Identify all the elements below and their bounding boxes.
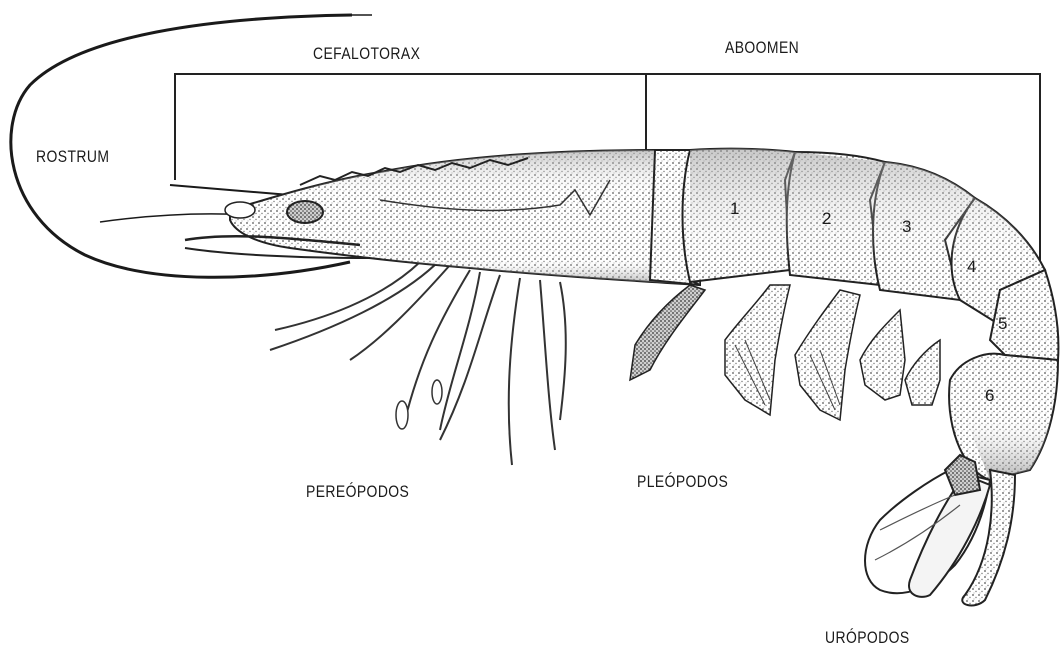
segment-number-5: 5 xyxy=(998,314,1007,333)
label-pleopodos: PLEÓPODOS xyxy=(637,472,728,492)
pereopods xyxy=(270,260,566,465)
label-uropodos: URÓPODOS xyxy=(825,628,910,648)
label-pereopodos: PEREÓPODOS xyxy=(306,482,409,502)
label-cefalotorax: CEFALOTORAX xyxy=(313,44,420,64)
segment-number-1: 1 xyxy=(730,199,739,218)
cephalothorax-body xyxy=(185,150,700,285)
uropods xyxy=(865,455,1015,605)
segment-number-6: 6 xyxy=(985,386,994,405)
segment-number-3: 3 xyxy=(902,217,911,236)
label-rostrum: ROSTRUM xyxy=(36,147,109,167)
segment-number-4: 4 xyxy=(967,257,976,276)
segment-number-2: 2 xyxy=(822,209,831,228)
label-abdomen: ABOOMEN xyxy=(725,38,799,58)
